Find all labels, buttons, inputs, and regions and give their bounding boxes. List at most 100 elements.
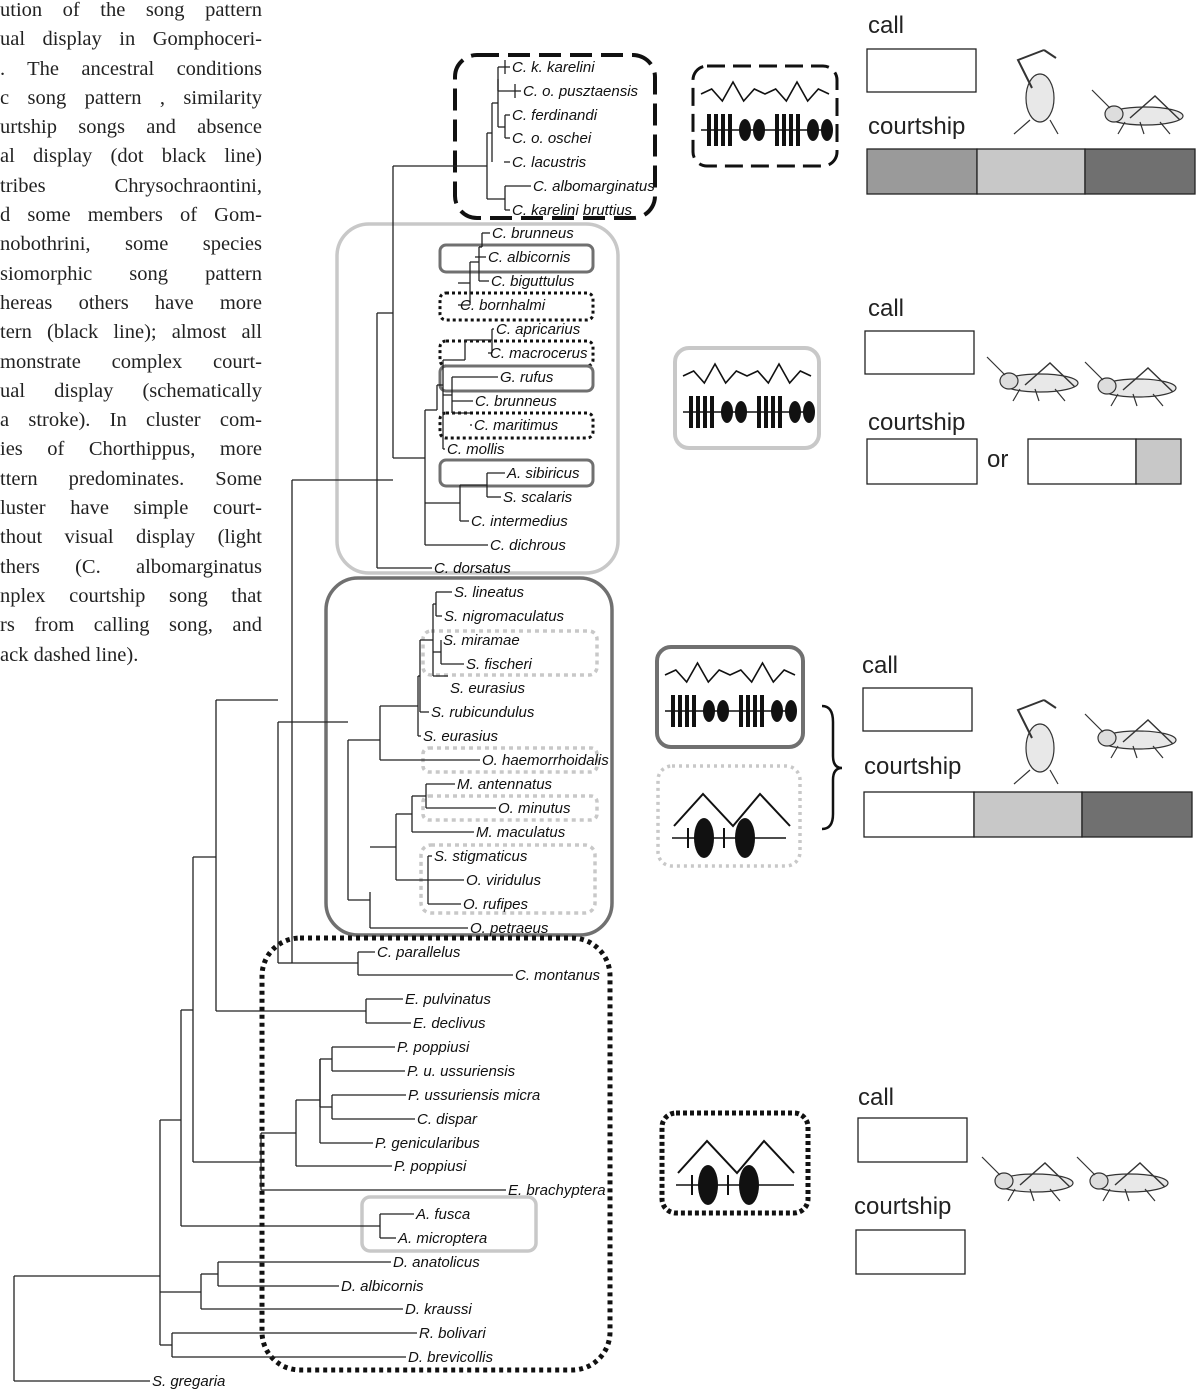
- grasshopper-icon: [1091, 89, 1184, 135]
- courtship-bar-segment: [866, 438, 978, 485]
- taxon-label: C. lacustris: [512, 154, 587, 171]
- grasshopper-icon: [1076, 1156, 1169, 1202]
- courtship-label: courtship: [854, 1193, 951, 1220]
- caption-line: nplex courtship song that: [0, 584, 262, 607]
- taxon-label: C. apricarius: [496, 321, 581, 338]
- cluster-outline-dashed: [453, 53, 657, 220]
- taxon-label: A. microptera: [397, 1230, 487, 1247]
- courtship-bar-segment: [1084, 148, 1196, 195]
- taxon-label: S. eurasius: [423, 728, 499, 745]
- taxon-label: P. u. ussuriensis: [407, 1063, 516, 1080]
- cluster-outline-dotted: [259, 935, 613, 1373]
- caption-line: hereas others have more: [0, 291, 262, 314]
- subgroup-outline-solid: [438, 364, 595, 393]
- taxon-label: D. albicornis: [341, 1278, 424, 1295]
- subgroup-outline-lightdotted: [421, 629, 599, 677]
- caption-line: ttern predominates. Some: [0, 467, 262, 490]
- subgroup-outline-solid: [438, 458, 595, 488]
- taxon-label: S. eurasius: [450, 680, 526, 697]
- taxon-label: A. fusca: [415, 1206, 470, 1223]
- grasshopper-icon: [986, 356, 1079, 402]
- taxon-label: D. brevicollis: [408, 1349, 494, 1366]
- taxon-label: O. minutus: [498, 800, 571, 817]
- taxon-label: C. ferdinandi: [512, 107, 598, 124]
- grasshopper-icon: [1084, 361, 1177, 407]
- caption-line: thers (C. albomarginatus: [0, 555, 262, 578]
- figure-caption: ution of the song pattern ual display in …: [0, 0, 262, 670]
- taxon-label: O. haemorrhoidalis: [482, 752, 609, 769]
- taxon-label: S. fischeri: [466, 656, 533, 673]
- taxon-label: C. albicornis: [488, 249, 571, 266]
- caption-line: ual display in Gomphoceri-: [0, 28, 262, 51]
- subgroup-outline-solid: [438, 243, 595, 274]
- call-box: [866, 48, 977, 93]
- taxon-label: S. gregaria: [152, 1373, 225, 1389]
- taxon-label: C. maritimus: [474, 417, 559, 434]
- taxon-label: C. bornhalmi: [460, 297, 546, 314]
- subgroup-outline-light: [360, 1195, 538, 1253]
- caption-line: tern (black line); almost all: [0, 321, 262, 344]
- taxon-label: C. biguttulus: [491, 273, 575, 290]
- grasshopper-icon: [1084, 713, 1177, 759]
- call-label: call: [868, 295, 904, 322]
- caption-line: tribes Chrysochraontini,: [0, 174, 262, 197]
- taxon-label: S. scalaris: [503, 489, 573, 506]
- taxon-label: C. brunneus: [492, 225, 574, 242]
- taxon-label: S. miramae: [443, 632, 520, 649]
- taxon-label: S. rubicundulus: [431, 704, 535, 721]
- caption-line: a stroke). In cluster com-: [0, 409, 262, 432]
- taxon-label: C. parallelus: [377, 944, 461, 961]
- taxon-label: C. macrocerus: [490, 345, 588, 362]
- courtship-label: courtship: [868, 113, 965, 140]
- song-pattern-complex-light: [673, 346, 821, 450]
- subgroup-outline-lightdotted: [421, 794, 599, 822]
- taxon-label: S. lineatus: [454, 584, 525, 601]
- caption-line: ution of the song pattern: [0, 0, 262, 21]
- taxon-label: O. viridulus: [466, 872, 542, 889]
- grasshopper-icon: [981, 1156, 1074, 1202]
- caption-line: thout visual display (light: [0, 526, 262, 549]
- caption-line: ack dashed line).: [0, 643, 139, 666]
- taxon-label: C. o. pusztaensis: [523, 83, 639, 100]
- caption-line: urtship songs and absence: [0, 116, 262, 139]
- courtship-label: courtship: [864, 753, 961, 780]
- taxon-label: S. stigmaticus: [434, 848, 528, 865]
- courtship-bar-segment: [1027, 438, 1137, 485]
- caption-line: ies of Chorthippus, more: [0, 438, 262, 461]
- courtship-label: courtship: [868, 409, 965, 436]
- call-box: [857, 1117, 968, 1163]
- courtship-box: [855, 1229, 966, 1275]
- courtship-bar-segment: [976, 148, 1086, 195]
- courtship-bar-segment: [866, 148, 978, 195]
- caption-line: nobothrini, some species: [0, 233, 262, 256]
- subgroup-outline-dotted: [438, 411, 595, 440]
- grasshopper-raised-leg-icon: [1013, 49, 1059, 135]
- taxon-label: D. kraussi: [405, 1301, 472, 1318]
- cluster-outline-light: [335, 222, 620, 575]
- call-box: [862, 687, 973, 732]
- song-pattern-complex-dashed: [691, 64, 839, 168]
- grasshopper-raised-leg-icon: [1013, 699, 1059, 785]
- caption-line: rs from calling song, and: [0, 614, 262, 637]
- taxon-label: M. maculatus: [476, 824, 566, 841]
- caption-line: al display (dot black line): [0, 145, 262, 168]
- subgroup-outline-dotted: [438, 291, 595, 322]
- taxon-label: C. dispar: [417, 1111, 478, 1128]
- taxon-label: C. karelini bruttius: [512, 202, 633, 219]
- subgroup-outline-lightdotted: [419, 843, 597, 915]
- taxon-label: P. poppiusi: [394, 1158, 467, 1175]
- taxon-label: P. poppiusi: [397, 1039, 470, 1056]
- cluster-outline-dark: [324, 576, 614, 937]
- call-label: call: [868, 12, 904, 39]
- taxon-label: C. dichrous: [490, 537, 566, 554]
- call-box: [864, 330, 975, 375]
- taxon-label: P. ussuriensis micra: [408, 1087, 540, 1104]
- call-label: call: [858, 1084, 894, 1111]
- taxon-label: O. petraeus: [470, 920, 549, 937]
- caption-line: monstrate complex court-: [0, 350, 262, 373]
- courtship-bar-segment: [863, 791, 975, 838]
- taxon-label: C. dorsatus: [434, 560, 511, 577]
- courtship-bar-segment: [1081, 791, 1193, 838]
- taxon-label: C. montanus: [515, 967, 601, 984]
